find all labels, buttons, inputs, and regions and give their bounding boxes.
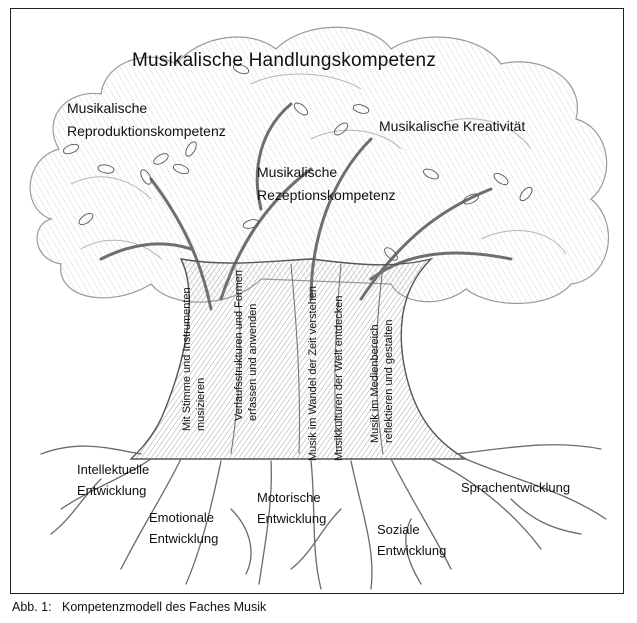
trunk-label-1-line-1: Mit Stimme und Instrumenten	[181, 287, 193, 431]
trunk-label-media: Musik im Medienbereich reflektieren und …	[369, 319, 397, 443]
title-label: Musikalische Handlungskompetenz	[132, 50, 437, 71]
roots	[40, 444, 607, 590]
motor-line-2: Entwicklung	[257, 511, 327, 527]
trunk-label-structures: Verlaufsstrukturen und Formen erfassen u…	[233, 270, 261, 421]
trunk-label-2-line-2: erfassen und anwenden	[246, 303, 259, 421]
reproduction-competence-label: Musikalische Reproduktionskompetenz	[67, 97, 226, 143]
caption-number: Abb. 1:	[12, 600, 52, 614]
reception-line-1: Musikalische	[257, 164, 338, 180]
trunk-label-3-line-1: Musik im Wandel der Zeit verstehen	[307, 285, 319, 461]
figure-frame: Musikalische Handlungskompetenz Musikali…	[10, 8, 624, 594]
trunk-label-world-music: Musikkulturen der Welt entdecken	[333, 296, 347, 462]
trunk-label-5-line-1: Musik im Medienbereich	[369, 324, 381, 443]
trunk-label-music-making: Mit Stimme und Instrumenten musizieren	[181, 287, 209, 431]
reception-line-2: Rezeptionskompetenz	[257, 187, 396, 204]
reception-competence-label: Musikalische Rezeptionskompetenz	[257, 161, 396, 207]
intellectual-line-2: Entwicklung	[77, 483, 147, 499]
emotional-line-2: Entwicklung	[149, 531, 219, 547]
root-label-language: Sprachentwicklung	[461, 480, 571, 495]
root-label-social: Soziale Entwicklung	[377, 519, 446, 562]
tree-illustration	[29, 26, 609, 590]
trunk-label-2-line-1: Verlaufsstrukturen und Formen	[233, 269, 245, 421]
trunk-label-music-history: Musik im Wandel der Zeit verstehen	[307, 286, 321, 461]
root-label-emotional: Emotionale Entwicklung	[149, 507, 218, 550]
reproduction-line-2: Reproduktionskompetenz	[67, 123, 226, 140]
root-label-motor: Motorische Entwicklung	[257, 487, 326, 530]
social-line-2: Entwicklung	[377, 543, 447, 559]
trunk-label-1-line-2: musizieren	[194, 377, 207, 431]
social-line-1: Soziale	[377, 522, 420, 537]
root-label-intellectual: Intellektuelle Entwicklung	[77, 459, 149, 502]
intellectual-line-1: Intellektuelle	[77, 462, 150, 477]
figure-caption: Abb. 1: Kompetenzmodell des Faches Musik	[12, 600, 266, 614]
trunk-label-4-line-1: Musikkulturen der Welt entdecken	[333, 295, 345, 462]
motor-line-1: Motorische	[257, 490, 321, 505]
trunk	[129, 257, 469, 460]
canopy	[29, 26, 609, 304]
creativity-label: Musikalische Kreativität	[379, 118, 526, 134]
emotional-line-1: Emotionale	[149, 510, 215, 525]
caption-text: Kompetenzmodell des Faches Musik	[62, 600, 267, 614]
trunk-label-5-line-2: reflektieren und gestalten	[382, 319, 395, 443]
reproduction-line-1: Musikalische	[67, 100, 148, 116]
leaves	[62, 63, 533, 261]
